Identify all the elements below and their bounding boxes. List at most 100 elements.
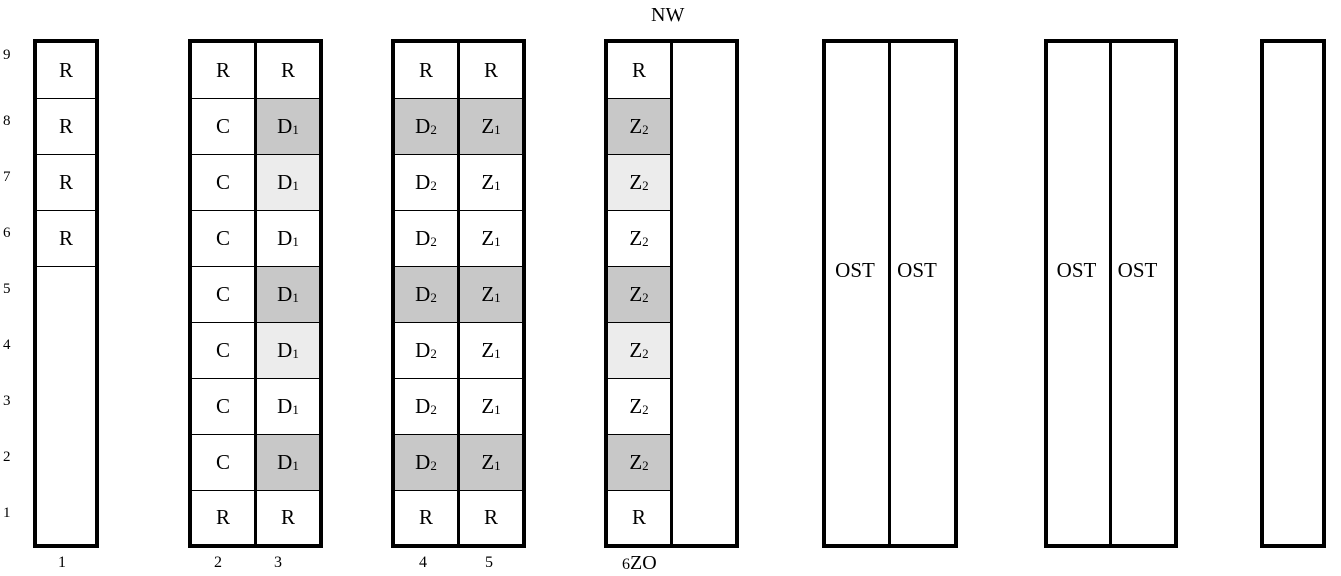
cell-subscript: 1 <box>494 233 501 249</box>
cell-code: D <box>415 338 431 362</box>
cell-subscript: 1 <box>292 177 299 193</box>
cell-subscript: 1 <box>494 289 501 305</box>
top-label-nw: NW <box>651 4 685 26</box>
stack-2-cell: C <box>192 267 254 323</box>
cell-subscript: 2 <box>430 401 437 417</box>
stack-2-cell: R <box>192 491 254 544</box>
cell-code: C <box>215 226 230 250</box>
cell-code: Z <box>629 226 643 250</box>
cell-subscript: 1 <box>494 457 501 473</box>
cell-subscript: 2 <box>642 177 649 193</box>
cell-code: R <box>483 505 498 529</box>
cell-subscript: 1 <box>494 177 501 193</box>
column-label-3: 3 <box>274 554 282 571</box>
cell-subscript: 2 <box>642 345 649 361</box>
ost-label: OST <box>897 258 937 282</box>
stack-1-cell: R <box>37 211 95 267</box>
cell-subscript: 1 <box>494 401 501 417</box>
cell-subscript: 2 <box>430 345 437 361</box>
column-divider <box>670 43 673 544</box>
cell-subscript: 1 <box>292 345 299 361</box>
cell-subscript: 2 <box>642 457 649 473</box>
cell-subscript: 2 <box>430 121 437 137</box>
cell-code: C <box>215 170 230 194</box>
cell-code: D <box>277 450 293 474</box>
cell-code: C <box>215 450 230 474</box>
cell-subscript: 1 <box>494 121 501 137</box>
cell-code: R <box>631 58 646 82</box>
cell-code: Z <box>481 114 495 138</box>
stack-6-cell: R <box>608 491 670 544</box>
cell-code: R <box>215 505 230 529</box>
cell-code: C <box>215 394 230 418</box>
cell-code: D <box>277 114 293 138</box>
cell-code: Z <box>629 170 643 194</box>
cell-code: D <box>277 394 293 418</box>
cell-code: Z <box>629 394 643 418</box>
cell-code: R <box>418 505 433 529</box>
cell-code: R <box>58 226 73 250</box>
cell-code: Z <box>481 170 495 194</box>
cell-code: D <box>415 450 431 474</box>
stack-2-cell: C <box>192 435 254 491</box>
bottom-label-zo: 6ZO <box>622 552 657 575</box>
cell-subscript: 1 <box>292 121 299 137</box>
cell-code: D <box>277 338 293 362</box>
ost-label: OST <box>1117 258 1158 282</box>
cell-code: Z <box>481 338 495 362</box>
stack-3-cell: R <box>257 491 319 544</box>
row-label-2: 2 <box>3 449 11 465</box>
cell-code: D <box>415 170 431 194</box>
cell-code: Z <box>629 450 643 474</box>
cell-code: R <box>280 505 295 529</box>
cell-subscript: 2 <box>430 233 437 249</box>
cell-code: R <box>418 58 433 82</box>
row-label-3: 3 <box>3 393 11 409</box>
row-label-9: 9 <box>3 47 11 63</box>
column-divider <box>457 43 460 544</box>
column-label-5: 5 <box>485 554 493 571</box>
ost-label: OST <box>1056 258 1097 282</box>
cell-subscript: 1 <box>494 345 501 361</box>
stack-box-7 <box>1260 39 1326 548</box>
cell-code: R <box>58 170 73 194</box>
stack-2-cell: C <box>192 99 254 155</box>
cell-code: D <box>415 394 431 418</box>
cell-subscript: 1 <box>292 233 299 249</box>
stack-4-cell: R <box>395 491 457 544</box>
stack-box-5 <box>822 39 958 548</box>
column-divider <box>1109 43 1112 544</box>
row-label-4: 4 <box>3 337 11 353</box>
cell-code: C <box>215 282 230 306</box>
cell-subscript: 2 <box>430 177 437 193</box>
cell-code: Z <box>629 114 643 138</box>
column-label-6: 6 <box>622 556 630 573</box>
cell-code: Z <box>481 450 495 474</box>
stack-box-6 <box>1044 39 1178 548</box>
cell-subscript: 2 <box>642 401 649 417</box>
cell-code: Z <box>481 282 495 306</box>
